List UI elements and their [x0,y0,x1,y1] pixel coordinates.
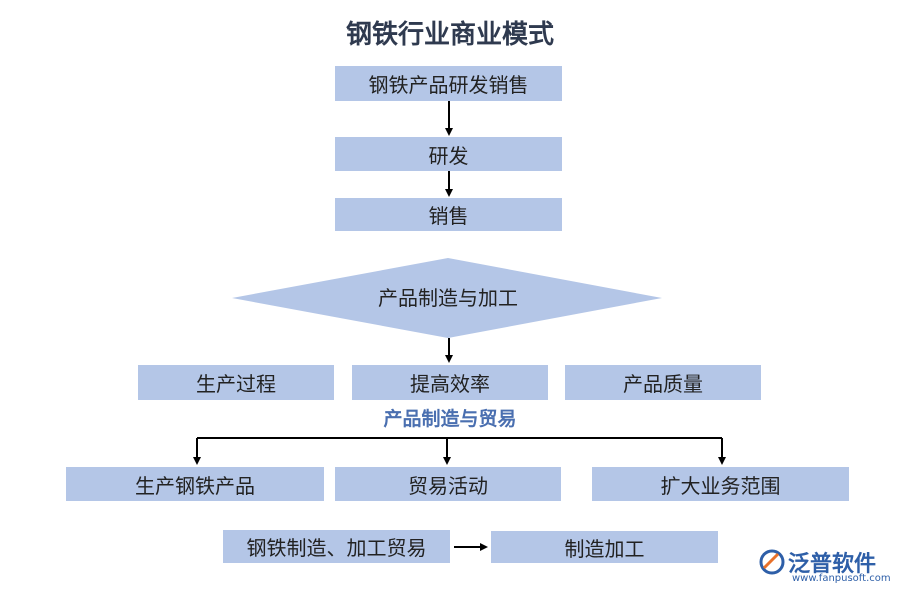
mid-label: 产品制造与贸易 [383,408,517,430]
box-rd: 研发 [335,137,562,171]
diagram-title: 钢铁行业商业模式 [345,20,554,50]
logo-url: www.fanpusoft.com [792,573,891,584]
box-improve-efficiency: 提高效率 [352,365,548,400]
box-manufacturing-processing: 制造加工 [491,531,718,563]
logo-mark-icon [759,549,785,575]
logo-name: 泛普软件 [788,552,877,577]
box-expand-business: 扩大业务范围 [592,467,849,501]
box-produce-steel: 生产钢铁产品 [66,467,324,501]
box-rd-sales: 钢铁产品研发销售 [335,66,562,101]
box-steel-manufacturing-trade: 钢铁制造、加工贸易 [223,530,450,563]
fanpu-logo: 泛普软件 www.fanpusoft.com [758,546,891,586]
box-production-process: 生产过程 [138,365,334,400]
diamond-label: 产品制造与加工 [378,286,518,310]
box-product-quality: 产品质量 [565,365,761,400]
diamond-shape [232,258,662,338]
box-sales: 销售 [335,198,562,231]
box-trade-activities: 贸易活动 [335,467,561,501]
